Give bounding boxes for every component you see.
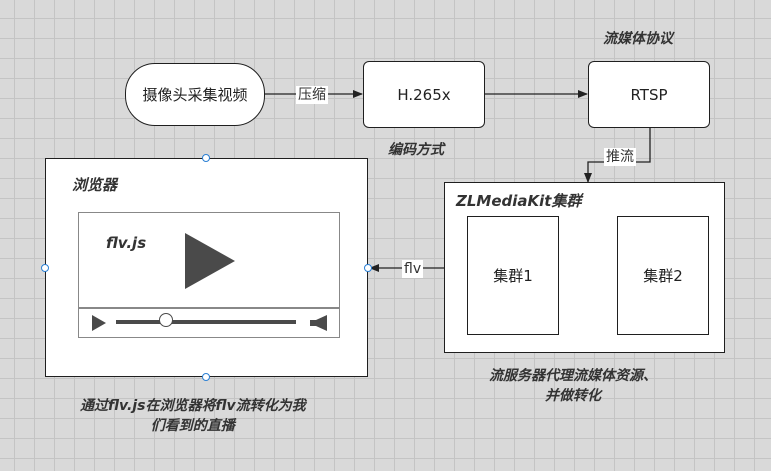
player-divider bbox=[79, 307, 339, 309]
cluster-node-2[interactable]: 集群2 bbox=[617, 216, 709, 335]
selection-handle-bottom[interactable] bbox=[202, 373, 210, 381]
browser-title: 浏览器 bbox=[72, 176, 118, 194]
camera-node-label: 摄像头采集视频 bbox=[142, 86, 248, 104]
cluster-node-1[interactable]: 集群1 bbox=[467, 216, 559, 335]
progress-knob[interactable] bbox=[159, 313, 174, 327]
selection-handle-right[interactable] bbox=[364, 264, 372, 272]
selection-handle-top[interactable] bbox=[202, 154, 210, 162]
video-player[interactable]: flv.js bbox=[78, 212, 340, 338]
edge-label-push: 推流 bbox=[604, 148, 636, 166]
cluster-node-2-label: 集群2 bbox=[643, 267, 683, 285]
browser-note: 通过flv.js在浏览器将flv流转化为我 们看到的直播 bbox=[80, 396, 306, 436]
play-icon[interactable] bbox=[183, 231, 243, 291]
edge-label-flv: flv bbox=[402, 260, 424, 278]
protocol-note: 流媒体协议 bbox=[603, 31, 673, 47]
cluster-title: ZLMediaKit集群 bbox=[456, 192, 582, 210]
camera-node[interactable]: 摄像头采集视频 bbox=[125, 63, 265, 126]
codec-node-label: H.265x bbox=[397, 85, 451, 104]
protocol-node[interactable]: RTSP bbox=[588, 61, 710, 128]
browser-note-line-1: 通过flv.js在浏览器将flv流转化为我 bbox=[80, 398, 306, 414]
progress-track[interactable] bbox=[116, 313, 296, 327]
selection-handle-left[interactable] bbox=[41, 264, 49, 272]
cluster-note-line-2: 并做转化 bbox=[545, 388, 601, 404]
edge-label-compress: 压缩 bbox=[296, 86, 328, 104]
codec-note: 编码方式 bbox=[388, 142, 444, 158]
protocol-node-label: RTSP bbox=[630, 85, 668, 104]
cluster-node-1-label: 集群1 bbox=[493, 267, 533, 285]
codec-node[interactable]: H.265x bbox=[363, 61, 485, 128]
control-play-icon[interactable] bbox=[91, 314, 107, 332]
cluster-note: 流服务器代理流媒体资源、 并做转化 bbox=[489, 366, 657, 406]
player-file-label: flv.js bbox=[106, 234, 147, 252]
browser-note-line-2: 们看到的直播 bbox=[150, 418, 235, 434]
volume-icon[interactable] bbox=[310, 315, 328, 331]
cluster-note-line-1: 流服务器代理流媒体资源、 bbox=[489, 368, 657, 384]
